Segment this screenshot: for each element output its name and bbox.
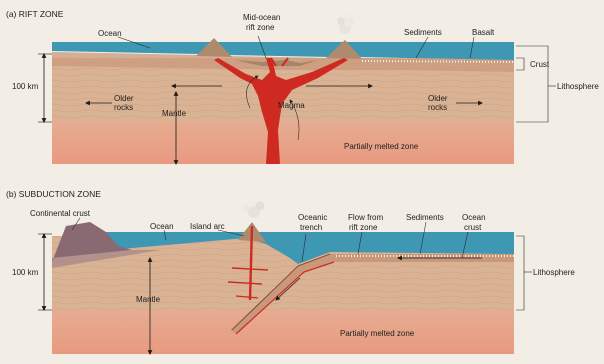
rift-crust-bracket — [516, 58, 524, 70]
subduction-sediments-label: Sediments — [406, 213, 444, 222]
subduction-zone-panel: (b) SUBDUCTION ZONE — [6, 189, 575, 354]
subduction-partially-melted-label: Partially melted zone — [340, 329, 415, 338]
rift-ocean-label: Ocean — [98, 29, 122, 38]
rift-mantle-label: Mantle — [162, 109, 187, 118]
subduction-flow-label-2: rift zone — [349, 223, 378, 232]
rift-zone-panel: (a) RIFT ZONE — [6, 9, 599, 164]
rift-older-rocks-left-2: rocks — [114, 103, 133, 112]
rift-crust-label: Crust — [530, 60, 550, 69]
subduction-depth-scale — [38, 234, 52, 310]
subduction-flow-label-1: Flow from — [348, 213, 383, 222]
rift-depth-scale — [38, 54, 52, 122]
subduction-ocean-crust-label-2: crust — [464, 223, 482, 232]
subduction-lithosphere-bracket — [516, 236, 524, 310]
rift-basalt-label: Basalt — [472, 28, 495, 37]
subduction-ocean-crust-label-1: Ocean — [462, 213, 486, 222]
subduction-island-arc-label: Island arc — [190, 222, 225, 231]
rift-partially-melted-label: Partially melted zone — [344, 142, 419, 151]
subduction-mantle-label: Mantle — [136, 295, 161, 304]
subduction-zone-title: (b) SUBDUCTION ZONE — [6, 189, 101, 199]
rift-mid-ocean-label-1: Mid-ocean — [243, 13, 280, 22]
rift-magma-label: Magma — [278, 101, 305, 110]
subduction-volcano-smoke — [242, 200, 265, 219]
rift-volcano-smoke — [337, 13, 354, 35]
subduction-trench-label-2: trench — [300, 223, 322, 232]
subduction-ocean-label: Ocean — [150, 222, 174, 231]
rift-sediments-label: Sediments — [404, 28, 442, 37]
subduction-partially-melted-zone — [52, 308, 514, 354]
rift-zone-title: (a) RIFT ZONE — [6, 9, 64, 19]
subduction-lithosphere-label: Lithosphere — [533, 268, 575, 277]
rift-older-rocks-right-1: Older — [428, 94, 448, 103]
rift-older-rocks-right-2: rocks — [428, 103, 447, 112]
subduction-trench-label-1: Oceanic — [298, 213, 327, 222]
subduction-depth-label: 100 km — [12, 268, 39, 277]
rift-partially-melted-zone — [52, 120, 514, 164]
rift-older-rocks-left-1: Older — [114, 94, 134, 103]
rift-lithosphere-bracket — [516, 46, 548, 122]
rift-mid-ocean-label-2: rift zone — [246, 23, 275, 32]
rift-depth-label: 100 km — [12, 82, 39, 91]
rift-lithosphere-label: Lithosphere — [557, 82, 599, 91]
subduction-continental-crust-label: Continental crust — [30, 209, 91, 218]
